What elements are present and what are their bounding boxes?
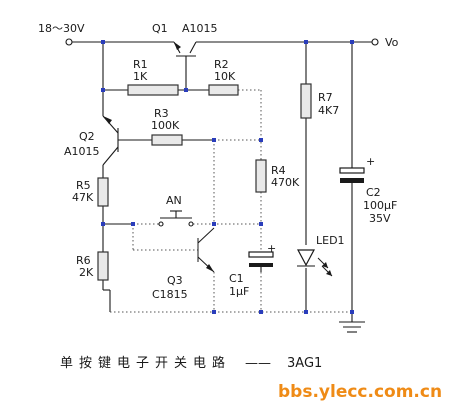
c2-value-label: 100μF (363, 199, 397, 212)
r4-value-label: 470K (271, 176, 300, 189)
an-label: AN (166, 194, 182, 207)
junction-node (259, 310, 263, 314)
r3-value-label: 100K (151, 119, 180, 132)
junction-node (184, 88, 188, 92)
q3-ref-label: Q3 (167, 274, 183, 287)
led1-label: LED1 (316, 234, 345, 247)
component-labels: 18～30V Vo Q1 A1015 R1 1K R2 10K R3 100K … (38, 22, 399, 301)
diagram-caption: 单按键电子开关电路 —— 3AG1 (60, 352, 322, 371)
junction-node (259, 138, 263, 142)
resistor-r1 (127, 84, 179, 96)
caption-code: 3AG1 (287, 356, 323, 371)
junction-node (350, 310, 354, 314)
q1-part-label: A1015 (182, 22, 218, 35)
resistor-r5 (97, 177, 109, 207)
q3-part-label: C1815 (152, 288, 188, 301)
resistor-r7 (300, 83, 312, 119)
c2-ref-label: C2 (366, 186, 381, 199)
r4-ref-label: R4 (271, 164, 286, 177)
caption-title: 单按键电子开关电路 (60, 356, 232, 371)
resistor-r4 (255, 159, 267, 193)
junction-node (131, 222, 135, 226)
c1-ref-label: C1 (229, 272, 244, 285)
r6-value-label: 2K (79, 266, 94, 279)
r3-ref-label: R3 (154, 107, 169, 120)
r5-value-label: 47K (72, 191, 94, 204)
resistor-r2 (208, 84, 239, 96)
junction-node (212, 310, 216, 314)
watermark-text: bbs.ylecc.com.cn (278, 382, 443, 402)
r2-ref-label: R2 (214, 58, 229, 71)
r7-value-label: 4K7 (318, 104, 339, 117)
r6-ref-label: R6 (76, 254, 91, 267)
input-terminal (65, 38, 73, 46)
capacitor-c1 (248, 251, 274, 272)
junction-nodes (101, 40, 354, 314)
q2-part-label: A1015 (64, 145, 100, 158)
q2-ref-label: Q2 (79, 130, 95, 143)
wires (72, 41, 372, 322)
q3-emitter-arrow (206, 264, 214, 272)
q2-emitter-arrow (103, 116, 112, 124)
r1-value-label: 1K (133, 70, 148, 83)
ground-symbol (339, 321, 365, 333)
pushbutton-an (158, 210, 194, 227)
junction-node (101, 40, 105, 44)
junction-node (304, 310, 308, 314)
junction-node (212, 222, 216, 226)
r2-value-label: 10K (214, 70, 236, 83)
vo-label: Vo (385, 36, 399, 49)
junction-node (101, 222, 105, 226)
c2-plus-label: + (366, 155, 375, 168)
junction-node (304, 40, 308, 44)
junction-node (212, 138, 216, 142)
junction-node (350, 40, 354, 44)
r7-ref-label: R7 (318, 91, 333, 104)
junction-node (259, 222, 263, 226)
c1-plus-label: + (267, 242, 276, 255)
c1-value-label: 1μF (229, 285, 249, 298)
supply-label: 18～30V (38, 22, 85, 35)
capacitor-c2 (339, 167, 365, 183)
led-1 (297, 249, 333, 277)
resistor-r3 (151, 134, 183, 146)
q1-ref-label: Q1 (152, 22, 168, 35)
junction-node (101, 88, 105, 92)
c2-voltage-label: 35V (369, 212, 391, 225)
transistor-q1 (173, 41, 197, 70)
caption-dash: —— (245, 356, 272, 371)
r1-ref-label: R1 (133, 58, 148, 71)
output-terminal (371, 38, 379, 46)
r5-ref-label: R5 (76, 179, 91, 192)
resistor-r6 (97, 251, 109, 281)
